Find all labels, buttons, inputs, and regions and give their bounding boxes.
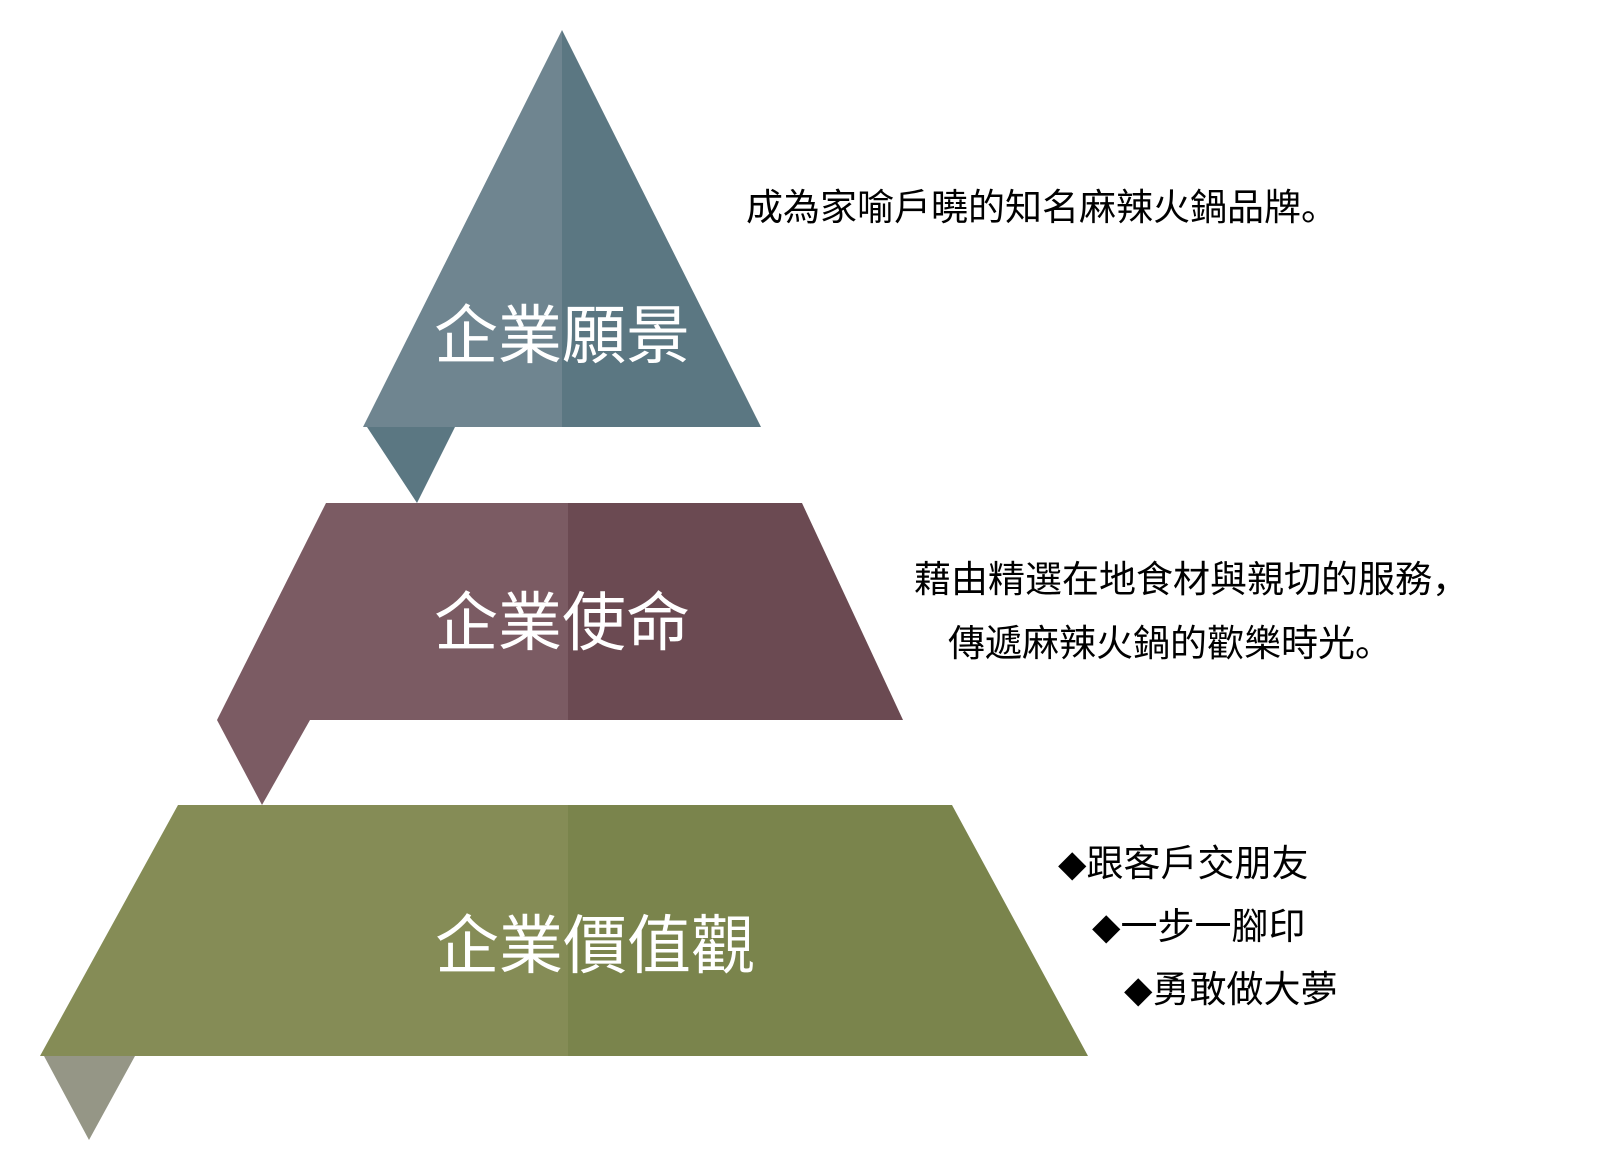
vision-left-half xyxy=(363,30,562,427)
values-fold xyxy=(44,1056,135,1140)
mission-title: 企業使命 xyxy=(434,587,690,661)
value-item: ◆一步一腳印 xyxy=(1092,905,1306,948)
vision-title: 企業願景 xyxy=(434,300,690,374)
value-item: ◆勇敢做大夢 xyxy=(1124,968,1338,1011)
mission-description-line-1: 藉由精選在地食材與親切的服務， xyxy=(914,558,1469,601)
mission-left-half xyxy=(217,503,568,720)
vision-fold xyxy=(367,427,455,503)
values-left-half xyxy=(40,805,568,1056)
mission-right-half xyxy=(568,503,903,720)
values-right-half xyxy=(568,805,1088,1056)
vision-description: 成為家喻戶曉的知名麻辣火鍋品牌。 xyxy=(746,186,1338,229)
mission-fold xyxy=(217,720,310,805)
vision-right-half xyxy=(562,30,761,427)
values-title: 企業價值觀 xyxy=(435,910,755,984)
mission-description-line-2: 傳遞麻辣火鍋的歡樂時光。 xyxy=(948,622,1392,665)
value-item: ◆跟客戶交朋友 xyxy=(1058,842,1309,885)
